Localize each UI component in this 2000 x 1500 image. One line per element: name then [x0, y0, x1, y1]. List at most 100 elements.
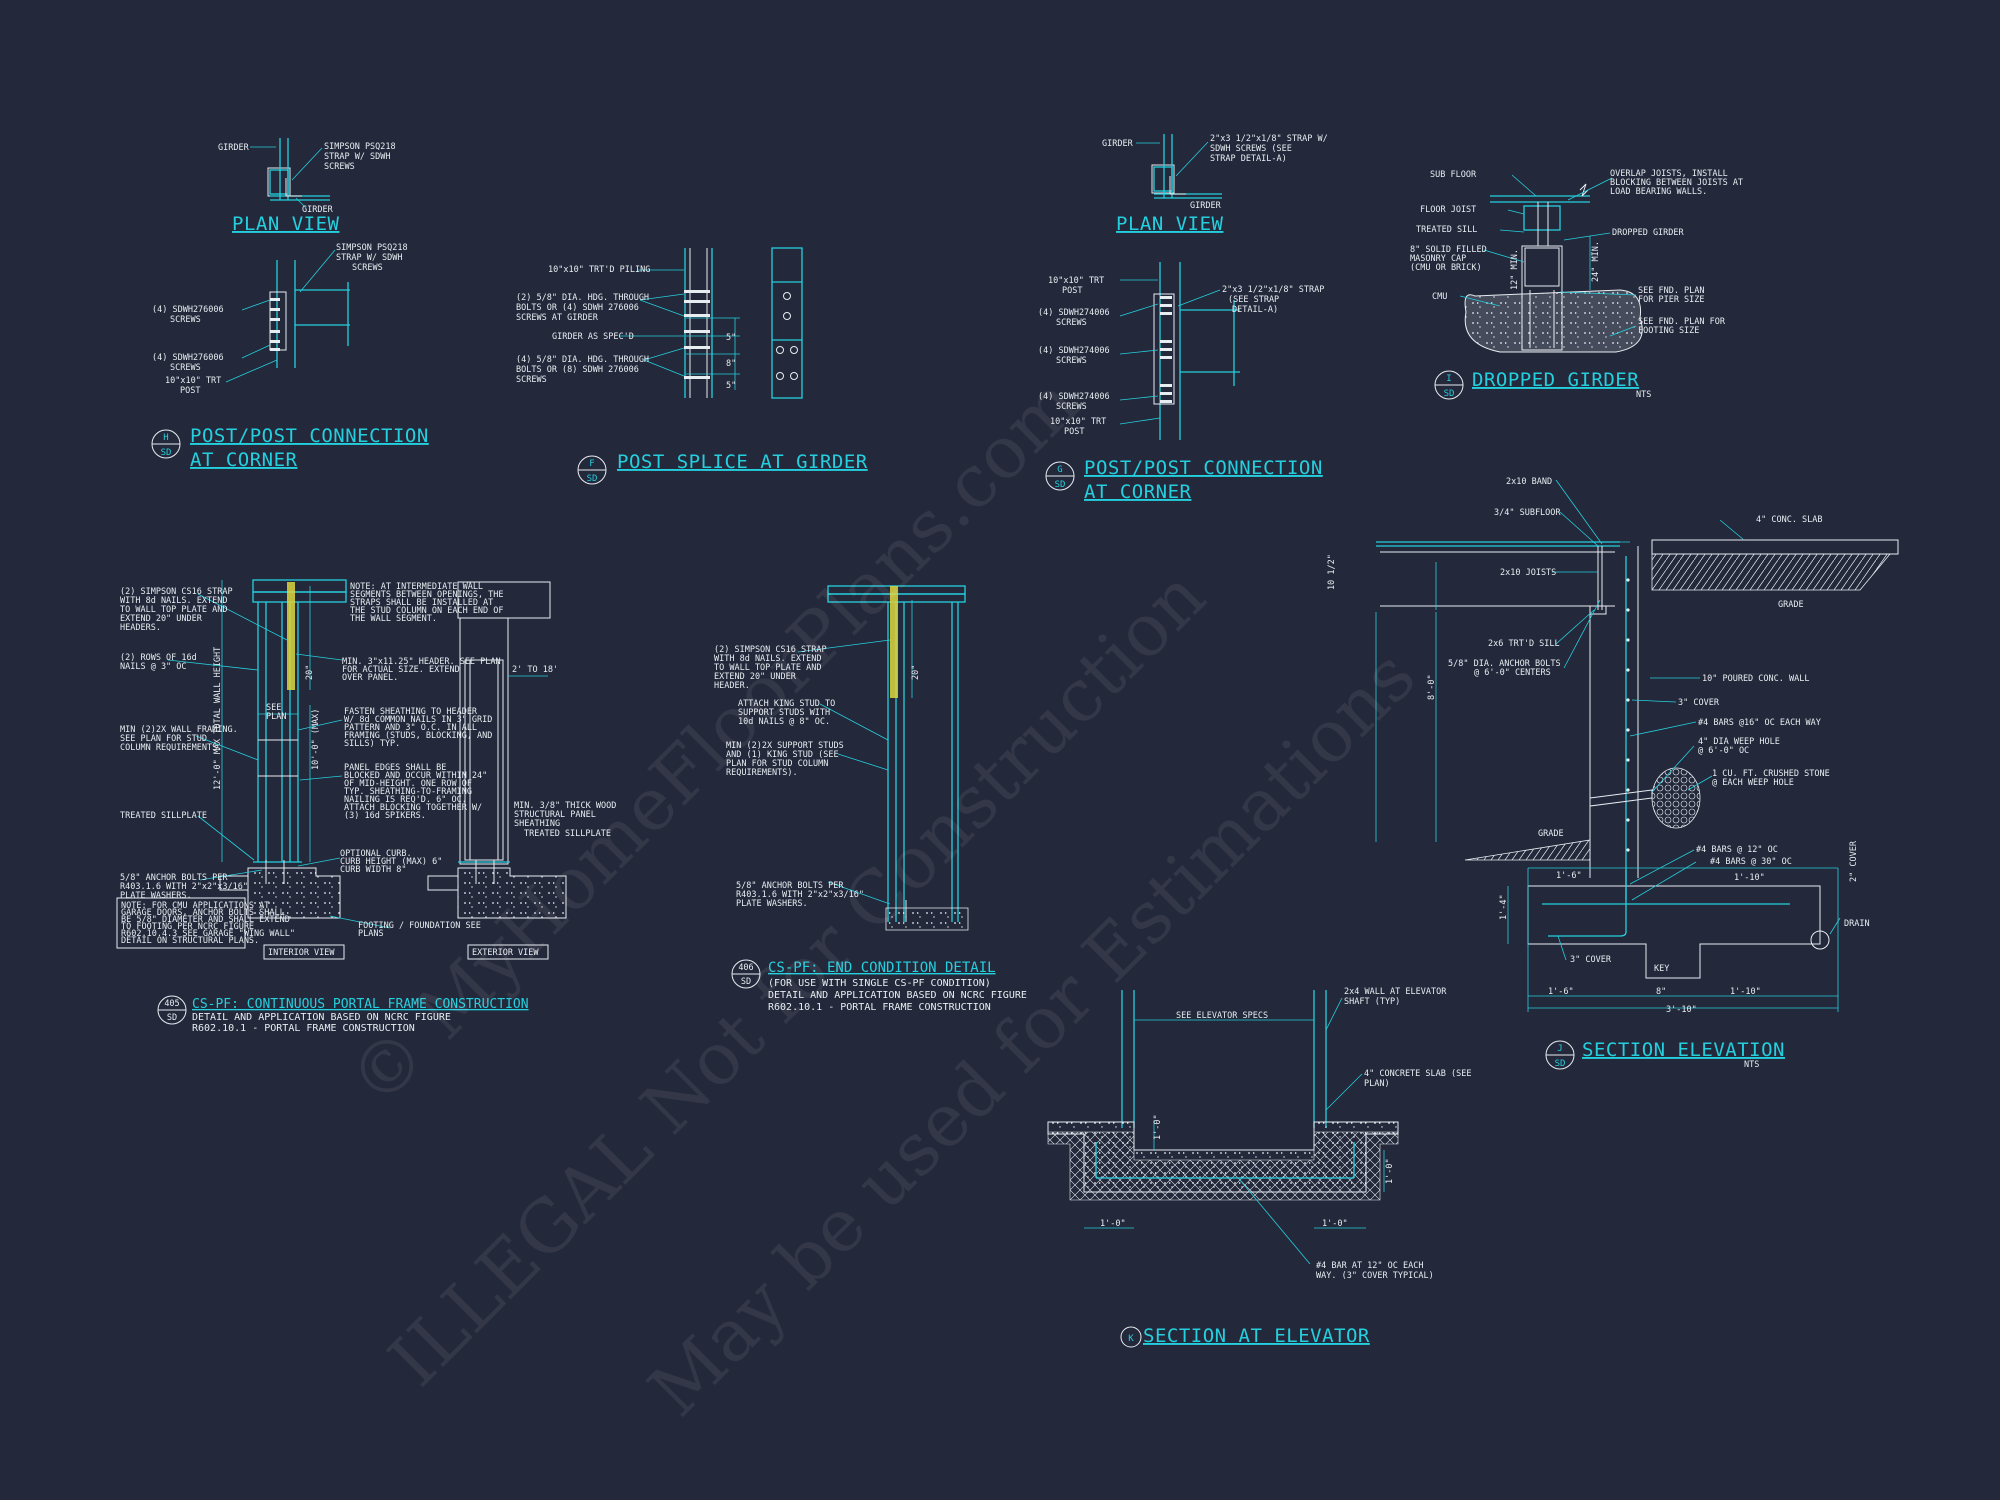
- detail-j-tag-letter: J: [1557, 1044, 1562, 1054]
- detail-j-right-label-11: #4 BARS @ 30" OC: [1710, 857, 1792, 867]
- detail-pf-left-label-2: WITH 8d NAILS. EXTEND: [120, 596, 227, 606]
- detail-ec-tag-letter: 406: [738, 963, 753, 973]
- detail-pf-note-box: NOTE: FOR CMU APPLICATIONS AT GARAGE DOO…: [116, 897, 295, 949]
- detail-f-label-2: (2) 5/8" DIA. HDG. THROUGH: [516, 293, 649, 303]
- detail-pf-mid-label-21: OPTIONAL CURB.: [340, 849, 412, 859]
- detail-pf-left-label-3: TO WALL TOP PLATE AND: [120, 605, 227, 615]
- detail-pf-right-label-2: MIN. 3/8" THICK WOOD: [514, 801, 616, 811]
- detail-f-tag: F SD POST SPLICE AT GIRDER: [577, 451, 867, 485]
- detail-pf-dim-2: SEE: [266, 703, 281, 713]
- detail-pf-mid-label-8: OVER PANEL.: [342, 673, 398, 683]
- detail-g-plan-label-4: STRAP DETAIL-A): [1210, 154, 1287, 164]
- detail-ec: 20" (2) SIMPSON CS16 STRAP WITH 8d NAILS…: [714, 585, 1027, 1013]
- detail-pf-note-6: DETAIL ON STRUCTURAL PLANS.: [121, 936, 259, 946]
- detail-f-label-6: (4) 5/8" DIA. HDG. THROUGH: [516, 355, 649, 365]
- detail-pf-mid-labels: NOTE: AT INTERMEDIATE WALL SEGMENTS BETW…: [340, 582, 504, 939]
- detail-pf-mid-label-23: CURB WIDTH 8": [340, 865, 407, 875]
- detail-pf-mid-label-12: FRAMING (STUDS, BLOCKING, AND: [344, 731, 492, 741]
- detail-pf-mid-label-16: OF MID-HEIGHT. ONE ROW OF: [344, 779, 472, 789]
- detail-g-label-2: POST: [1062, 286, 1082, 296]
- detail-i-label-left-6: (CMU OR BRICK): [1410, 263, 1482, 273]
- detail-i-label-right-6: FOR PIER SIZE: [1638, 295, 1705, 305]
- detail-h-label-1: SIMPSON PSQ218: [336, 243, 408, 253]
- detail-h-plan-title: PLAN VIEW: [232, 213, 340, 235]
- detail-h-label-8: 10"x10" TRT: [165, 376, 221, 386]
- detail-pf-left-label-8: MIN (2)2X WALL FRAMING.: [120, 725, 238, 735]
- detail-f-label-4: SCREWS AT GIRDER: [516, 313, 599, 323]
- detail-h-tag-letter: H: [163, 433, 168, 443]
- detail-pf-mid-label-20: (3) 16d SPIKERS.: [344, 811, 426, 821]
- detail-ec-label-4: EXTEND 20" UNDER: [714, 672, 797, 682]
- detail-ec-sub-3: R602.10.1 - PORTAL FRAME CONSTRUCTION: [768, 1002, 991, 1013]
- detail-k-label-5: PLAN): [1364, 1079, 1390, 1089]
- detail-j-right-label-1: 4" CONC. SLAB: [1756, 515, 1823, 525]
- detail-pf-sub-2: R602.10.1 - PORTAL FRAME CONSTRUCTION: [192, 1023, 415, 1034]
- detail-ec-label-15: PLATE WASHERS.: [736, 899, 808, 909]
- detail-pf-note-5: R602.10.4.3 SEE GARAGE "WING WALL": [121, 929, 295, 939]
- detail-g-label-7: (4) SDWH274006: [1038, 392, 1110, 402]
- detail-j-dim-4: 1'-10": [1730, 987, 1761, 997]
- detail-f-dim-1: 5": [726, 333, 736, 343]
- detail-g-title-1: POST/POST CONNECTION: [1084, 457, 1323, 479]
- detail-pf-dim-1: 20": [305, 665, 315, 680]
- detail-f-label-1: 10"x10" TRT'D PILING: [548, 265, 650, 275]
- detail-g-label-13: DETAIL-A): [1232, 305, 1278, 315]
- detail-ec-tag: 406 SD CS-PF: END CONDITION DETAIL (FOR …: [731, 959, 1027, 1013]
- detail-ec-label-2: WITH 8d NAILS. EXTEND: [714, 654, 821, 664]
- detail-g-plan-label-1: GIRDER: [1102, 139, 1134, 149]
- detail-pf-dim-3: PLAN: [266, 712, 286, 722]
- detail-pf-left-label-13: R403.1.6 WITH 2"x2"x3/16": [120, 882, 248, 892]
- detail-h-title-1: POST/POST CONNECTION: [190, 425, 429, 447]
- detail-j-left-label-4: 2x6 TRT'D SILL: [1488, 639, 1560, 649]
- detail-g-label-11: 2"x3 1/2"x1/8" STRAP: [1222, 285, 1324, 295]
- detail-h-label-3: SCREWS: [352, 263, 383, 273]
- detail-pf-right-label-1: 2' TO 18': [512, 665, 558, 675]
- detail-j-right-label-12: 2" COVER: [1849, 840, 1859, 882]
- detail-h-label-9: POST: [180, 386, 200, 396]
- detail-j-left-label-1: 2x10 BAND: [1506, 477, 1552, 487]
- detail-j-right-labels: 4" CONC. SLAB GRADE 10" POURED CONC. WAL…: [1570, 515, 1870, 974]
- detail-pf-tag: 405 SD CS-PF: CONTINUOUS PORTAL FRAME CO…: [157, 995, 529, 1034]
- detail-pf-left-labels: (2) SIMPSON CS16 STRAP WITH 8d NAILS. EX…: [120, 587, 248, 901]
- detail-pf-interior-view: INTERIOR VIEW: [219, 579, 347, 960]
- detail-j-dim-2: 1'-6": [1548, 987, 1574, 997]
- detail-ec-label-5: HEADER.: [714, 681, 750, 691]
- detail-pf-left-label-9: SEE PLAN FOR STUD: [120, 734, 207, 744]
- detail-g-label-10: POST: [1064, 427, 1084, 437]
- detail-pf-mid-label-22: CURB HEIGHT (MAX) 6": [340, 857, 442, 867]
- detail-h-label-5: SCREWS: [170, 315, 201, 325]
- detail-g-label-8: SCREWS: [1056, 402, 1087, 412]
- detail-h-label-6: (4) SDWH276006: [152, 353, 224, 363]
- detail-pf-title: CS-PF: CONTINUOUS PORTAL FRAME CONSTRUCT…: [192, 997, 529, 1012]
- detail-ec-label-9: MIN (2)2X SUPPORT STUDS: [726, 741, 844, 751]
- detail-g-label-1: 10"x10" TRT: [1048, 276, 1104, 286]
- detail-pf-left-label-6: (2) ROWS OF 16d: [120, 653, 197, 663]
- detail-h-plan-label-1: GIRDER: [218, 143, 250, 153]
- detail-j-right-label-13: DRAIN: [1844, 919, 1870, 929]
- detail-i-tag-letter: I: [1446, 374, 1451, 384]
- detail-k-tag-letter: K: [1128, 1334, 1134, 1344]
- detail-g-plan-label-5: GIRDER: [1190, 201, 1222, 211]
- detail-pf-right-label-4: SHEATHING: [514, 819, 560, 829]
- detail-i-label-left-3: TREATED SILL: [1416, 225, 1477, 235]
- detail-i-label-left-7: CMU: [1432, 292, 1447, 302]
- detail-k-dim-4: 1'-0": [1385, 1158, 1395, 1184]
- detail-ec-label-11: PLAN FOR STUD COLUMN: [726, 759, 828, 769]
- detail-h-plan-label-4: SCREWS: [324, 162, 355, 172]
- detail-i-label-left-2: FLOOR JOIST: [1420, 205, 1476, 215]
- detail-h-label-4: (4) SDWH276006: [152, 305, 224, 315]
- detail-k-dim-3: 1'-0": [1322, 1219, 1348, 1229]
- detail-i-label-right-7: SEE FND. PLAN FOR: [1638, 317, 1726, 327]
- detail-pf-left-label-11: TREATED SILLPLATE: [120, 811, 207, 821]
- detail-g-label-3: (4) SDWH274006: [1038, 308, 1110, 318]
- detail-j-title: SECTION ELEVATION: [1582, 1039, 1785, 1061]
- detail-k-dim-1: 1'-0": [1153, 1114, 1163, 1140]
- detail-j-dim-9: 8'-0": [1427, 674, 1437, 700]
- detail-pf-tag-sheet: SD: [167, 1013, 177, 1023]
- detail-h-plan-label-2: SIMPSON PSQ218: [324, 142, 396, 152]
- detail-h-tag-sheet: SD: [161, 448, 172, 458]
- detail-h: GIRDER SIMPSON PSQ218 STRAP W/ SDWH SCRE…: [151, 138, 429, 471]
- detail-g-label-4: SCREWS: [1056, 318, 1087, 328]
- detail-i-label-left-5: MASONRY CAP: [1410, 254, 1466, 264]
- detail-f-label-8: SCREWS: [516, 375, 547, 385]
